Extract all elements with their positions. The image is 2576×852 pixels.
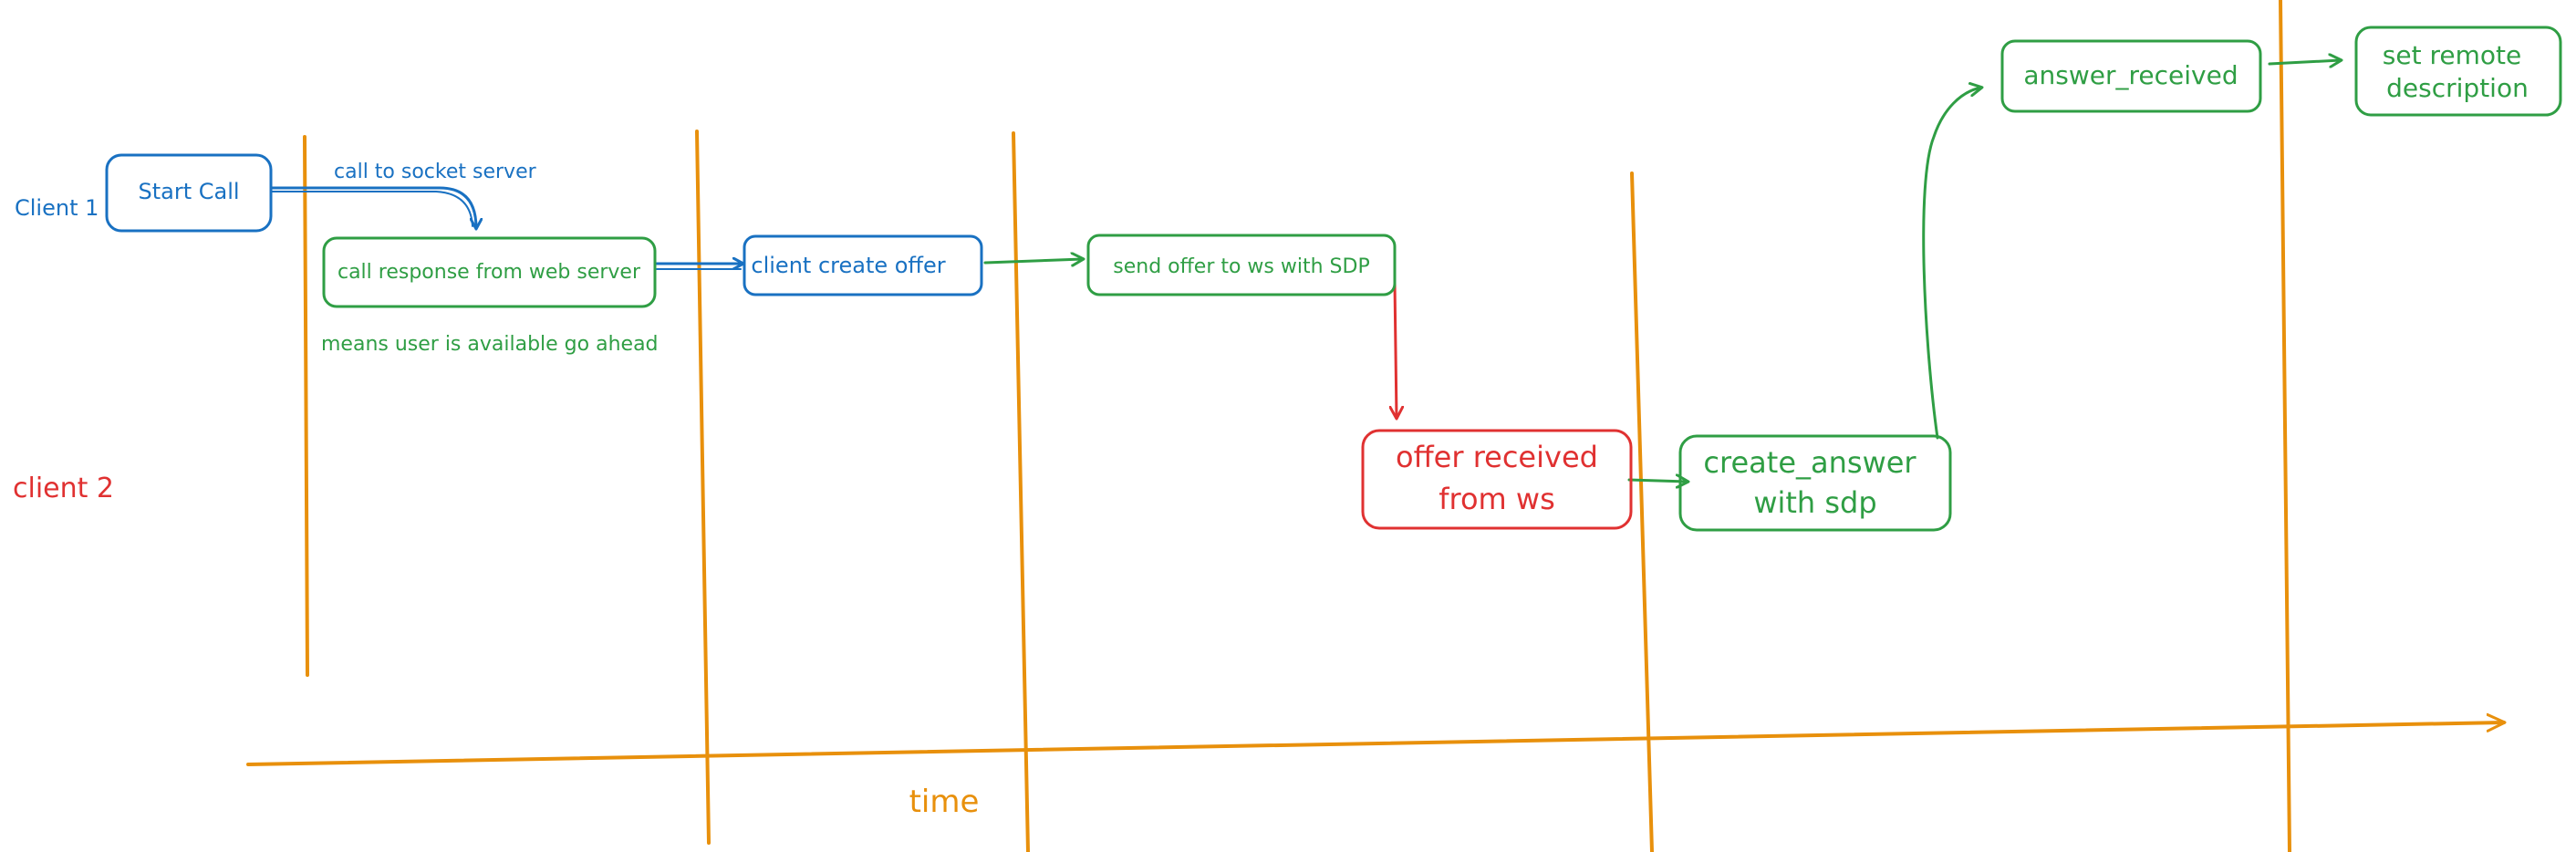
annotation-call-to-socket: call to socket server <box>334 161 537 183</box>
node-answer-received: answer_received <box>2000 39 2262 113</box>
lane-label-client-2: client 2 <box>13 473 114 504</box>
divider-line-4 <box>1630 171 1654 852</box>
node-offer-received-label-line-1: offer received <box>1396 440 1598 474</box>
node-client-create-offer-box <box>743 234 983 296</box>
divider-line-2 <box>695 130 711 845</box>
time-axis-label: time <box>909 784 980 820</box>
arrow-send-to-received <box>1395 281 1397 418</box>
node-start-call-box <box>105 153 273 233</box>
arrow-offer-to-send <box>983 259 1083 263</box>
annotation-user-available: means user is available go ahead <box>321 333 659 356</box>
connectors <box>270 60 2341 482</box>
arrow-start-to-response <box>270 186 476 228</box>
node-client-create-offer-label: client create offer <box>751 253 945 278</box>
node-send-offer-label: send offer to ws with SDP <box>1113 255 1369 278</box>
node-call-response: call response from web server <box>322 236 657 308</box>
node-offer-received: offer received from ws <box>1361 429 1633 530</box>
node-send-offer: send offer to ws with SDP <box>1086 234 1397 296</box>
divider-line-3 <box>1012 131 1030 852</box>
time-dividers <box>303 0 2291 852</box>
node-start-call-label: Start Call <box>138 179 239 204</box>
lane-label-client-1: Client 1 <box>15 195 99 221</box>
node-create-answer-box <box>1678 434 1952 532</box>
divider-line-1 <box>303 135 309 677</box>
node-create-answer-label-line-2: with sdp <box>1753 485 1876 520</box>
node-create-answer-label-line-1: create_answer <box>1703 445 1916 480</box>
node-offer-received-box <box>1361 429 1633 530</box>
arrow-answer-to-answer-received <box>1922 88 1981 440</box>
node-client-create-offer: client create offer <box>743 234 983 296</box>
node-send-offer-box <box>1086 234 1397 296</box>
node-set-remote-description-box <box>2354 26 2562 117</box>
arrow-start-to-response-double <box>271 191 473 227</box>
node-set-remote-description: set remote description <box>2354 26 2562 117</box>
node-start-call: Start Call <box>105 153 273 233</box>
node-call-response-box <box>322 236 657 308</box>
divider-line-5 <box>2279 0 2291 852</box>
node-set-remote-description-label-line-1: set remote <box>2383 40 2521 70</box>
node-set-remote-description-label-line-2: description <box>2386 73 2529 103</box>
node-offer-received-label-line-2: from ws <box>1439 482 1554 516</box>
node-answer-received-label: answer_received <box>2023 60 2238 90</box>
node-call-response-label: call response from web server <box>338 261 641 284</box>
time-axis-arrow <box>246 722 2504 766</box>
node-create-answer: create_answer with sdp <box>1678 434 1952 532</box>
arrow-answer-received-to-set-remote <box>2268 60 2341 64</box>
arrow-received-to-answer <box>1627 480 1688 482</box>
node-answer-received-box <box>2000 39 2262 113</box>
